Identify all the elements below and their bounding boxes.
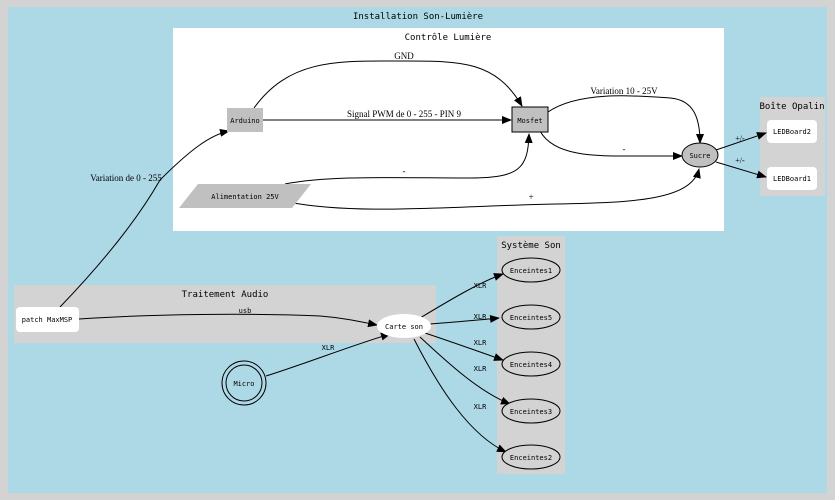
- edge-label-patch-arduino: Variation de 0 - 255: [90, 173, 162, 183]
- edge-label-xlr-3: XLR: [474, 365, 487, 373]
- node-patch-maxmsp: [16, 307, 79, 332]
- node-enceintes2: [501, 444, 561, 470]
- edge-xlr-3: [419, 336, 511, 405]
- edge-sucre-led1: [715, 161, 767, 179]
- edge-xlr-4: [424, 332, 504, 361]
- cluster-traitement-audio-label: Traitement Audio: [182, 290, 269, 300]
- node-ledboard1-label: LEDBoard1: [773, 175, 811, 183]
- node-enceintes3: [501, 398, 561, 424]
- node-enceintes5-label: Enceintes5: [510, 314, 552, 322]
- node-mosfet: [511, 106, 549, 133]
- edge-label-alim-mosfet: -: [403, 166, 406, 176]
- node-micro-outer: [221, 360, 267, 406]
- edge-label-alim-sucre: +: [528, 192, 533, 202]
- node-alimentation: [179, 184, 311, 208]
- edge-alim-sucre: [287, 168, 701, 210]
- node-mosfet-label: Mosfet: [517, 117, 542, 125]
- edge-xlr-5: [429, 314, 500, 325]
- graph-title: Installation Son-Lumière: [353, 11, 483, 22]
- node-enceintes4-label: Enceintes4: [510, 361, 552, 369]
- edge-xlr-2: [413, 338, 507, 453]
- edge-label-mosfet-sucre: -: [623, 144, 626, 154]
- edge-label-usb: usb: [239, 307, 252, 315]
- node-micro-label: Micro: [233, 380, 254, 388]
- node-sucre-label: Sucre: [689, 152, 710, 160]
- edge-usb: [78, 313, 378, 328]
- node-enceintes4: [501, 351, 561, 377]
- node-carte-son-label: Carte son: [385, 323, 423, 331]
- node-patch-maxmsp-label: patch MaxMSP: [22, 316, 73, 324]
- edge-mosfet-sucre: [539, 130, 683, 160]
- edge-label-xlr-5: XLR: [474, 313, 487, 321]
- node-arduino: [227, 108, 263, 132]
- edge-gnd: [253, 60, 523, 109]
- node-micro: [225, 364, 263, 402]
- edge-label-xlr-4: XLR: [474, 339, 487, 347]
- edge-alim-mosfet: [284, 133, 533, 185]
- node-ledboard1: [767, 167, 817, 190]
- edge-label-xlr-1: XLR: [474, 282, 487, 290]
- edge-patch-arduino: [59, 128, 230, 308]
- node-ledboard2: [767, 120, 817, 143]
- node-enceintes1: [501, 257, 561, 283]
- edge-label-gnd: GND: [394, 51, 414, 61]
- edge-label-sucre-led2: +/-: [735, 134, 745, 143]
- node-carte-son: [377, 314, 431, 338]
- edge-sucre-led2: [715, 132, 767, 151]
- edge-label-xlr-2: XLR: [474, 403, 487, 411]
- cluster-systeme-son-label: Système Son: [501, 240, 561, 251]
- node-enceintes1-label: Enceintes1: [510, 267, 552, 275]
- edge-xlr-1: [419, 273, 504, 319]
- node-sucre: [681, 142, 719, 168]
- edge-micro-carteson: [265, 332, 391, 377]
- edge-label-pwm: Signal PWM de 0 - 255 - PIN 9: [347, 109, 461, 119]
- node-enceintes3-label: Enceintes3: [510, 408, 552, 416]
- node-ledboard2-label: LEDBoard2: [773, 128, 811, 136]
- node-enceintes2-label: Enceintes2: [510, 454, 552, 462]
- node-alimentation-label: Alimentation 25V: [211, 193, 279, 201]
- node-enceintes5: [501, 304, 561, 330]
- cluster-boite-opalin-label: Boîte Opalin: [759, 102, 824, 112]
- edge-variation-10-25: [547, 95, 704, 144]
- node-arduino-label: Arduino: [230, 117, 260, 125]
- edge-label-micro-xlr: XLR: [322, 344, 335, 352]
- edge-label-variation-10-25: Variation 10 - 25V: [590, 86, 658, 96]
- cluster-controle-lumiere-label: Contrôle Lumière: [405, 32, 492, 43]
- edge-label-sucre-led1: +/-: [735, 156, 745, 165]
